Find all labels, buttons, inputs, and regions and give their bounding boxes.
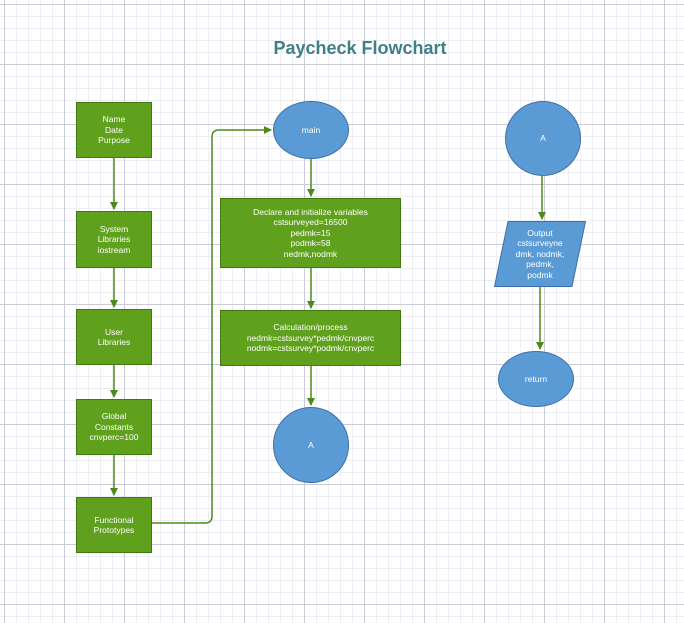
output-parallelogram-shape	[494, 221, 586, 287]
output-block: Output cstsurveyne dmk, nodmk, pedmk, po…	[494, 221, 586, 287]
connector-a-in: A	[505, 101, 581, 176]
calculation-block: Calculation/process nedmk=cstsurvey*pedm…	[220, 310, 401, 366]
output-label: Output cstsurveyne dmk, nodmk, pedmk, po…	[515, 227, 565, 280]
page-title: Paycheck Flowchart	[273, 38, 447, 58]
global-constants-block: Global Constants cnvperc=100	[76, 399, 152, 455]
system-libraries-block: System Libraries iostream	[76, 211, 152, 268]
return-terminal: return	[498, 351, 574, 407]
main-terminal: main	[273, 101, 349, 159]
user-libraries-block: User Libraries	[76, 309, 152, 365]
arrow-prototypes-to-main	[152, 126, 272, 524]
function-prototypes-block: Functional Prototypes	[76, 497, 152, 553]
header-block: Name Date Purpose	[76, 102, 152, 158]
declare-variables-block: Declare and initialize variables cstsurv…	[220, 198, 401, 268]
connector-a-out: A	[273, 407, 349, 483]
